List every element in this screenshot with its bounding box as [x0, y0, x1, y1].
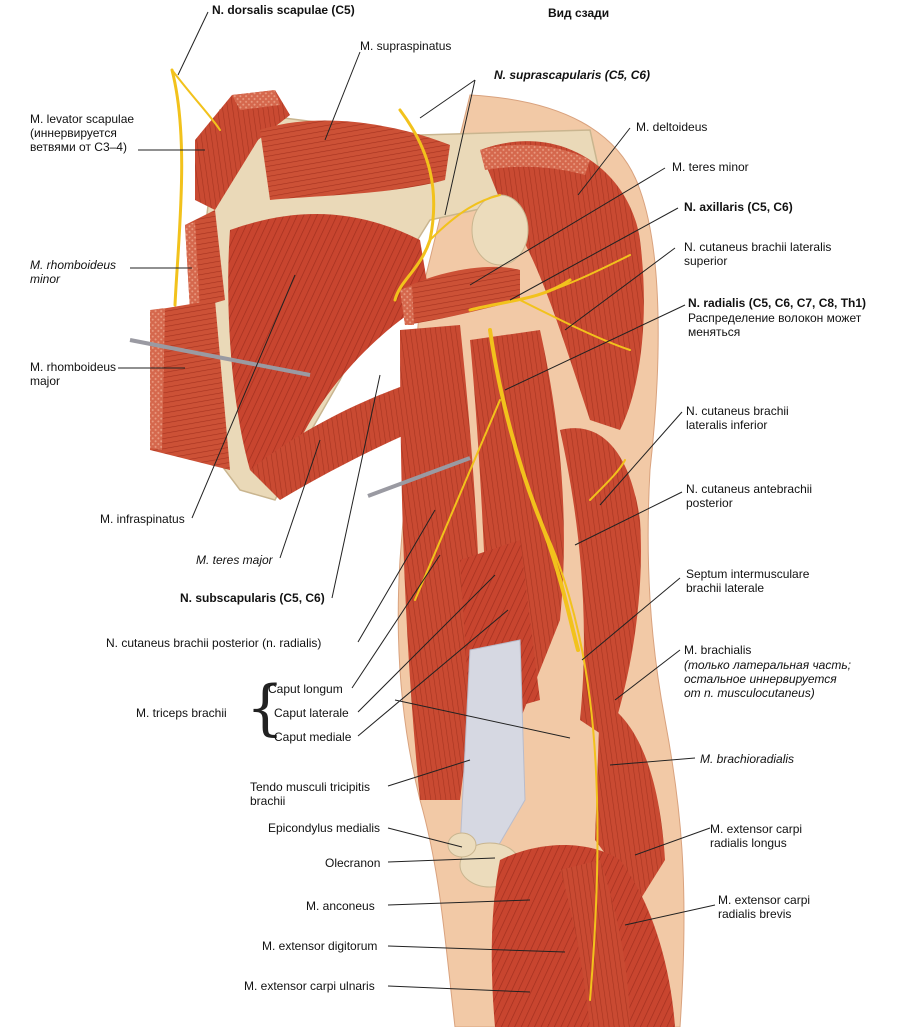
- label-m-deltoideus: M. deltoideus: [636, 120, 708, 134]
- probe-lower: [367, 456, 471, 498]
- label-n-cutaneus-brachii-lateralis-inferior: N. cutaneus brachii lateralis inferior: [686, 404, 789, 432]
- label-m-brachioradialis: M. brachioradialis: [700, 752, 795, 766]
- brachialis-muscle: [560, 428, 641, 740]
- triceps-long-head: [400, 325, 480, 800]
- view-title: Вид сзади: [548, 6, 610, 20]
- label-caput-mediale: Caput mediale: [274, 730, 352, 744]
- label-n-radialis-note: Распределение волокон может меняться: [688, 311, 862, 339]
- label-m-anconeus: M. anconeus: [306, 899, 375, 913]
- label-m-triceps-brachii: M. triceps brachii: [136, 706, 227, 720]
- label-epicondylus-medialis: Epicondylus medialis: [268, 821, 381, 835]
- label-m-extensor-digitorum: M. extensor digitorum: [262, 939, 378, 953]
- label-septum-intermusculare: Septum intermusculare brachii laterale: [686, 567, 810, 595]
- label-m-extensor-carpi-radialis-longus: M. extensor carpi radialis longus: [710, 822, 803, 850]
- infraspinatus-muscle: [228, 213, 430, 470]
- rhomboid-major-muscle: [150, 300, 230, 470]
- leader-lines: [118, 11, 716, 993]
- label-n-cutaneus-antebrachii-posterior: N. cutaneus antebrachii posterior: [686, 482, 813, 510]
- label-tendo-musculi-tricipitis: Tendo musculi tricipitis brachii: [250, 780, 371, 808]
- label-m-infraspinatus: M. infraspinatus: [100, 512, 185, 526]
- epicondyle-bone: [447, 832, 477, 858]
- levator-scapulae-muscle: [195, 90, 290, 210]
- label-m-supraspinatus: M. supraspinatus: [360, 39, 452, 53]
- label-n-suprascapularis: N. suprascapularis (C5, C6): [494, 68, 651, 82]
- label-m-extensor-carpi-ulnaris: M. extensor carpi ulnaris: [244, 979, 375, 993]
- nerves: [170, 68, 631, 1001]
- label-olecranon: Olecranon: [325, 856, 381, 870]
- label-m-rhomboideus-major: M. rhomboideus major: [30, 360, 117, 388]
- label-m-teres-minor: M. teres minor: [672, 160, 749, 174]
- label-n-dorsalis-scapulae: N. dorsalis scapulae (C5): [212, 3, 355, 17]
- label-m-brachialis-note: (только латеральная часть; остальное инн…: [684, 658, 851, 700]
- label-n-subscapularis: N. subscapularis (C5, C6): [180, 591, 325, 605]
- label-m-levator-scapulae: M. levator scapulae (иннервируется ветвя…: [30, 112, 135, 154]
- teres-minor-muscle: [400, 266, 520, 325]
- label-n-cutaneus-brachii-posterior: N. cutaneus brachii posterior (n. radial…: [106, 636, 322, 650]
- probe-upper: [129, 338, 311, 377]
- triceps-tendon: [459, 639, 526, 861]
- label-caput-laterale: Caput laterale: [274, 706, 349, 720]
- label-n-axillaris: N. axillaris (C5, C6): [684, 200, 793, 214]
- supraspinatus-muscle: [260, 120, 450, 200]
- teres-major-muscle: [250, 380, 440, 500]
- label-caput-longum: Caput longum: [268, 682, 343, 696]
- label-n-radialis: N. radialis (C5, C6, C7, C8, Th1): [688, 296, 867, 310]
- label-n-cutaneus-brachii-lateralis-superior: N. cutaneus brachii lateralis superior: [684, 240, 832, 268]
- label-m-extensor-carpi-radialis-brevis: M. extensor carpi radialis brevis: [718, 893, 811, 921]
- label-m-teres-major: M. teres major: [196, 553, 273, 567]
- label-m-rhomboideus-minor: M. rhomboideus minor: [30, 258, 117, 286]
- triceps-brace: {: [246, 673, 285, 743]
- humeral-head: [471, 194, 529, 266]
- label-m-brachialis: M. brachialis: [684, 643, 752, 657]
